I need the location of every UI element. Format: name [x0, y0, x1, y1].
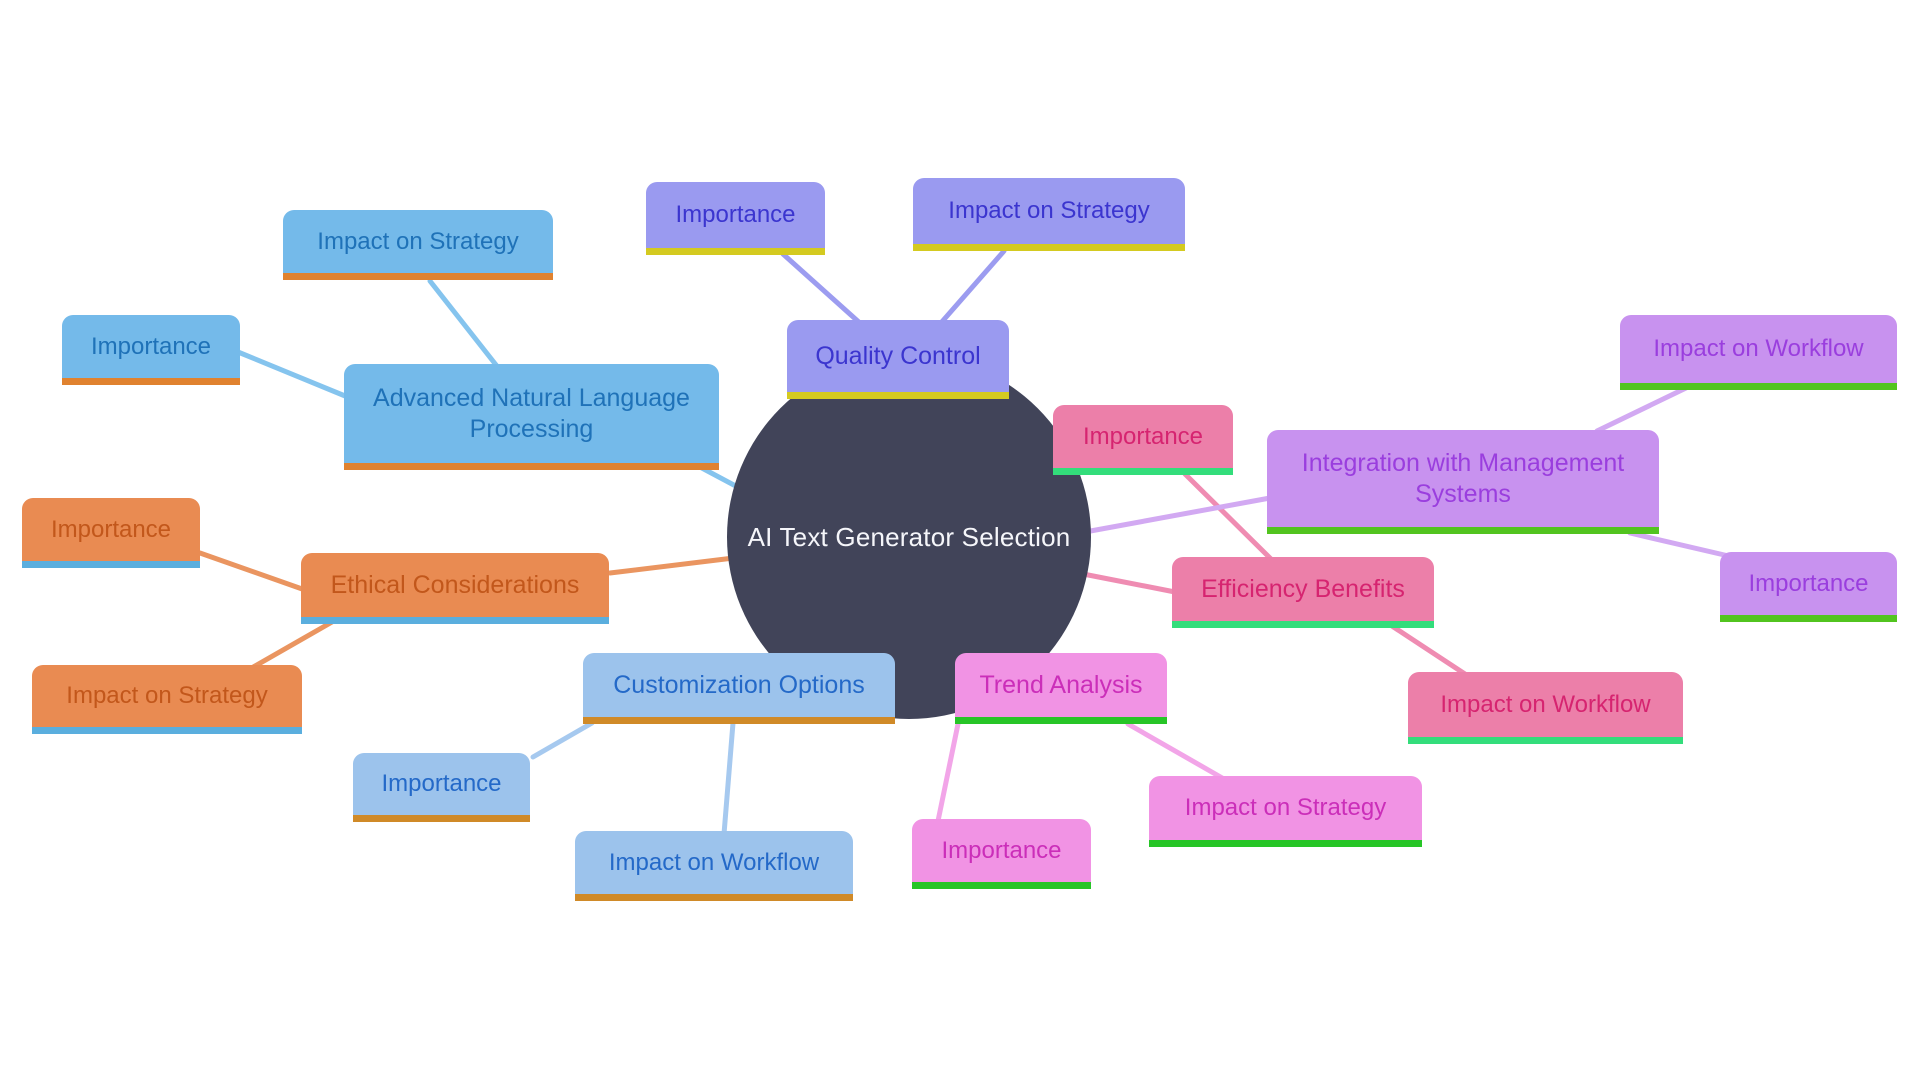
edge-ethical-5 [607, 553, 753, 576]
edge-anlp-4 [235, 349, 353, 401]
node-anlp: Advanced Natural Language Processing [344, 364, 719, 470]
node-ethical-impact-strategy: Impact on Strategy [32, 665, 302, 734]
node-label-customization-options: Customization Options [613, 670, 865, 699]
node-quality-impact-strategy: Impact on Strategy [913, 178, 1185, 251]
node-label-ethical-importance: Importance [50, 515, 172, 543]
edge-integration-17 [1627, 530, 1736, 560]
edge-efficiency-12 [1075, 570, 1178, 595]
node-trend-impact-strategy: Impact on Strategy [1149, 776, 1422, 847]
node-quality-control: Quality Control [787, 320, 1009, 399]
node-label-efficiency-benefits: Efficiency Benefits [1201, 574, 1405, 603]
node-efficiency-importance: Importance [1053, 405, 1233, 475]
node-label-quality-importance: Importance [675, 201, 796, 229]
node-label-integration-impact-workflow: Impact on Workflow [1653, 335, 1864, 363]
edge-ethical-7 [245, 619, 335, 673]
node-label-anlp-importance: Importance [90, 332, 212, 360]
node-efficiency-impact-workflow: Impact on Workflow [1408, 672, 1683, 744]
node-trend-analysis: Trend Analysis [955, 653, 1167, 724]
node-custom-impact-workflow: Impact on Workflow [575, 831, 853, 901]
node-ethical-importance: Importance [22, 498, 200, 568]
node-label-integration-management: Integration with Management Systems [1301, 449, 1625, 508]
node-label-custom-impact-workflow: Impact on Workflow [608, 848, 820, 876]
node-label-integration-importance: Importance [1748, 569, 1869, 597]
edge-custom-8 [530, 720, 595, 760]
node-customization-options: Customization Options [583, 653, 895, 724]
edge-integration-15 [1082, 495, 1273, 535]
node-label-custom-importance: Importance [381, 770, 502, 798]
node-label-trend-impact-strategy: Impact on Strategy [1184, 794, 1387, 822]
node-integration-impact-workflow: Impact on Workflow [1620, 315, 1897, 390]
node-label-anlp: Advanced Natural Language Processing [373, 384, 690, 443]
center-node-label: AI Text Generator Selection [747, 521, 1071, 552]
node-integration-management: Integration with Management Systems [1267, 430, 1659, 534]
node-label-quality-impact-strategy: Impact on Strategy [948, 197, 1150, 225]
node-label-anlp-impact-strategy: Impact on Strategy [317, 227, 519, 255]
edge-efficiency-14 [1389, 623, 1471, 679]
edge-custom-9 [721, 720, 736, 837]
node-anlp-importance: Importance [62, 315, 240, 385]
edge-integration-16 [1594, 385, 1689, 434]
node-label-ethical-impact-strategy: Impact on Strategy [66, 682, 268, 710]
edge-trend-11 [1125, 721, 1227, 782]
node-efficiency-benefits: Efficiency Benefits [1172, 557, 1434, 628]
node-anlp-impact-strategy: Impact on Strategy [283, 210, 553, 280]
node-label-quality-control: Quality Control [815, 341, 981, 370]
node-quality-importance: Importance [646, 182, 825, 255]
edge-trend-10 [935, 721, 961, 824]
node-label-trend-analysis: Trend Analysis [979, 670, 1143, 699]
node-ethical-considerations: Ethical Considerations [301, 553, 609, 624]
node-label-efficiency-impact-workflow: Impact on Workflow [1440, 690, 1651, 718]
node-label-efficiency-importance: Importance [1082, 422, 1204, 450]
edge-quality-0 [780, 251, 864, 327]
edge-ethical-6 [197, 550, 308, 593]
node-label-ethical-considerations: Ethical Considerations [330, 570, 580, 599]
node-integration-importance: Importance [1720, 552, 1897, 622]
node-custom-importance: Importance [353, 753, 530, 822]
edge-quality-1 [937, 248, 1007, 327]
node-trend-importance: Importance [912, 819, 1091, 889]
edge-anlp-3 [427, 278, 503, 373]
node-label-trend-importance: Importance [941, 836, 1062, 864]
edge-efficiency-13 [1182, 471, 1275, 563]
